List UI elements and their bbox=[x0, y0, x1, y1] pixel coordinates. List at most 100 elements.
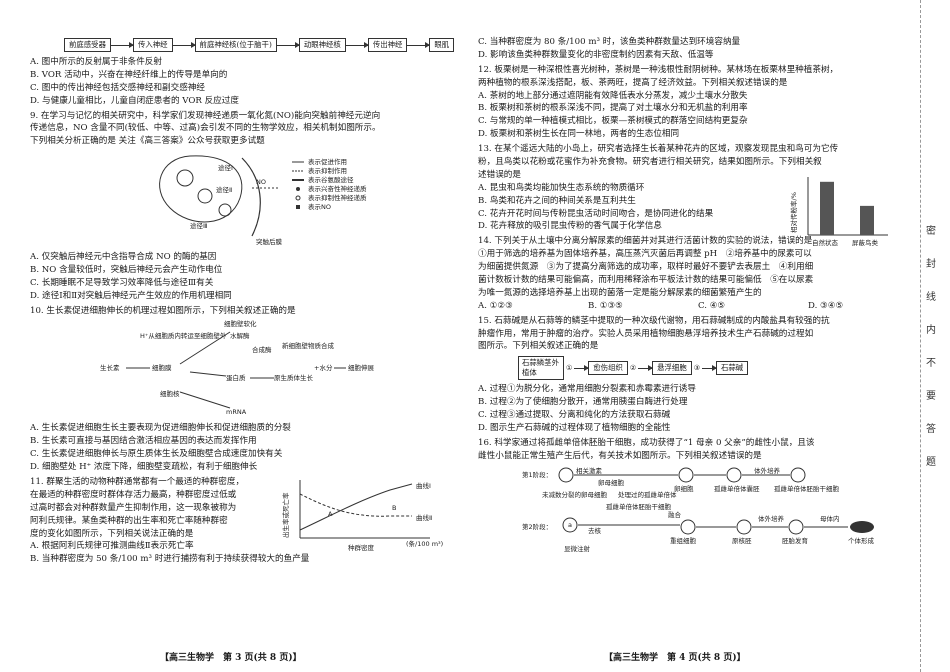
question-stem: 14. 下列关于从土壤中分离分解尿素的细菌并对其进行活菌计数的实验的说法，错误的… bbox=[478, 236, 813, 247]
question-stem: 为细菌提供氮源 ③为了提高分离筛选的成功率，取样时最好不要铲去表层土 ④利用细 bbox=[478, 262, 814, 273]
binding-strip: 密封线内不要答题 bbox=[912, 0, 950, 672]
question-12: 12. 板栗树是一种深根性喜光树种，茶树是一种浅根性耐阴树种。某林场在板栗林里种… bbox=[478, 64, 898, 141]
fig-label: 重组细胞 bbox=[670, 536, 697, 545]
option: B. 鸟类和花卉之间的种间关系是互利共生 bbox=[478, 195, 636, 206]
question-stem: 菌计数板计数的结果可能偏高，而利用稀释涂布平板法计数的结果可能偏低 ⑤在以尿素 bbox=[478, 275, 814, 286]
fig-label: 体外培养 bbox=[754, 466, 781, 475]
option: A. 生长素促进细胞生长主要表现为促进细胞伸长和促进细胞质的分裂 bbox=[30, 423, 291, 434]
curve-1-label: 曲线Ⅰ bbox=[416, 481, 431, 490]
lycorine-production-flow: 石蒜鳞茎外植体 ① 愈伤组织 ② 悬浮细胞 ③ 石蒜碱 bbox=[518, 356, 898, 381]
option: B. 过程②为了使细胞分散开，通常用胰蛋白酶进行处理 bbox=[478, 397, 688, 408]
mrna-label: mRNA bbox=[226, 408, 247, 416]
x-axis-label: 种群密度 bbox=[348, 543, 375, 552]
question-16: 16. 科学家通过将孤雌单倍体胚胎干细胞，成功获得了“1 母亲 0 父亲”的雌性… bbox=[478, 437, 898, 564]
option: C. ④⑤ bbox=[698, 300, 726, 311]
question-10: 10. 生长素促进细胞伸长的机理过程如图所示，下列相关叙述正确的是 生长素 细胞… bbox=[30, 305, 462, 474]
fig-label: 原核胚 bbox=[732, 536, 752, 545]
left-column: 前庭感受器 传入神经 前庭神经核(位于脑干) 动眼神经核 传出神经 眼肌 A. … bbox=[30, 36, 462, 566]
step-marker: ② bbox=[629, 364, 637, 373]
step-marker: ③ bbox=[693, 364, 700, 373]
option: A. 仅突触后神经元中含指导合成 NO 的酶的基因 bbox=[30, 252, 217, 263]
option: A. 图中所示的反射属于非条件反射 bbox=[30, 57, 162, 67]
flow-box: 前庭感受器 bbox=[64, 38, 111, 52]
flow-box: 动眼神经核 bbox=[298, 38, 346, 52]
elongation-label: 细胞伸展 bbox=[348, 363, 375, 372]
question-stem: 10. 生长素促进细胞伸长的机理过程如图所示，下列相关叙述正确的是 bbox=[30, 305, 296, 316]
option: C. 花卉开花时间与传粉昆虫活动时间吻合，是协同进化的结果 bbox=[478, 208, 714, 219]
fig-label: 处理过的孤雌单倍体 bbox=[618, 490, 677, 499]
question-13: 13. 在某个遥远大陆的小岛上，研究者选择生长着某种花卉的区域，观察发现昆虫和鸟… bbox=[478, 143, 898, 247]
question-stem: 15. 石蒜碱是从石蒜等的鳞茎中提取的一种次级代谢物，用石蒜碱制成的内酸盐具有较… bbox=[478, 315, 830, 326]
legend-item: 表示抑制作用 bbox=[308, 166, 347, 175]
option: D. 影响该鱼类种群数量变化的非密度制约因素有天敌、低温等 bbox=[478, 49, 714, 60]
birth-death-rate-chart: 出生率或死亡率 种群密度 (条/100 m³) 曲线Ⅰ 曲线Ⅱ A B bbox=[281, 480, 443, 552]
q14-options: A. ①②③ B. ①③⑤ C. ④⑤ D. ③④⑤ bbox=[478, 300, 898, 313]
option: D. 细胞壁处 H⁺ 浓度下降，细胞壁变疏松，有利于细胞伸长 bbox=[30, 462, 258, 473]
question-stem: 下列相关分析正确的是 关注《高三答案》公众号获取更多试题 bbox=[30, 136, 265, 147]
category-label: 自然状态 bbox=[812, 238, 839, 247]
legend-item: 表示抑制性神经递质 bbox=[308, 193, 367, 202]
question-11: 11. 群聚生活的动物种群通常都有一个最适的种群密度， 在最适的种群密度时群体存… bbox=[30, 476, 462, 566]
question-stem: 图所示。下列相关叙述正确的是 bbox=[478, 341, 599, 352]
route-1-label: 途径Ⅰ bbox=[218, 163, 233, 172]
y-axis-label: 相对传粉率/% bbox=[789, 192, 798, 233]
question-stem: 11. 群聚生活的动物种群通常都有一个最适的种群密度， bbox=[30, 477, 245, 488]
q11-options-cont: C. 当种群密度为 80 条/100 m³ 时，该鱼类种群数量达到环境容纳量 D… bbox=[478, 36, 898, 62]
auxin-mechanism-figure: 生长素 细胞膜 H⁺从细胞质内转运至细胞壁外 细胞壁软化 水解酶 合成酶 新细胞… bbox=[100, 319, 375, 416]
membrane-label: 细胞膜 bbox=[152, 363, 172, 372]
question-stem: 两种植物的根系深浅搭配，板、茶两旺，提高了经济效益。下列相关叙述错误的是 bbox=[478, 77, 788, 88]
y-axis-label: 出生率或死亡率 bbox=[281, 492, 290, 538]
question-14: 14. 下列关于从土壤中分离分解尿素的细菌并对其进行活菌计数的实验的说法，错误的… bbox=[478, 235, 898, 312]
bar bbox=[860, 206, 874, 236]
bar bbox=[820, 181, 834, 236]
fig-label: a bbox=[568, 521, 572, 529]
new-wall-label: 新细胞壁物质合成 bbox=[282, 341, 335, 350]
pollination-rate-chart: 相对传粉率/% 自然状态 屏蔽鸟类 bbox=[789, 177, 888, 247]
category-label: 屏蔽鸟类 bbox=[852, 238, 879, 247]
fig-label: 卵细胞 bbox=[674, 484, 694, 493]
h-pump-label: H⁺从细胞质内转运至细胞壁外 bbox=[140, 331, 227, 340]
question-stem: 在最适的种群密度时群体存活力最高，种群密度过低或 bbox=[30, 489, 237, 500]
figure-legend: 表示促进作用 表示抑制作用 表示谷氨酸途径 表示兴奋性神经递质 表示抑制性神经递… bbox=[292, 157, 367, 211]
route-2-label: 途径Ⅱ bbox=[216, 185, 232, 194]
legend-item: 表示谷氨酸途径 bbox=[308, 175, 354, 184]
fig-label: 母体内 bbox=[820, 514, 840, 523]
flow-box: 愈伤组织 bbox=[588, 361, 628, 376]
fig-label: 未减数分裂的卵母细胞 bbox=[542, 490, 608, 499]
option: B. 生长素可直接与基因结合激活相应基因的表达而发挥作用 bbox=[30, 436, 257, 447]
question-9: 9. 在学习与记忆的相关研究中，科学家们发现神经递质一氧化氮(NO)能向突触前神… bbox=[30, 110, 462, 303]
vor-reflex-flow: 前庭感受器 传入神经 前庭神经核(位于脑干) 动眼神经核 传出神经 眼肌 bbox=[64, 36, 462, 54]
legend-item: 表示促进作用 bbox=[308, 157, 347, 166]
no-label: NO bbox=[256, 178, 266, 186]
option: B. VOR 活动中，兴奋在神经纤维上的传导是单向的 bbox=[30, 69, 228, 80]
flow-box: 悬浮细胞 bbox=[652, 361, 692, 376]
legend-item: 表示兴奋性神经递质 bbox=[308, 184, 367, 193]
legend-item: 表示NO bbox=[308, 202, 331, 211]
parthenogenesis-figure: 第1阶段： 相关激素 卵母细胞 未减数分裂的卵母细胞 处理过的孤雌单倍体 卵细胞… bbox=[522, 466, 875, 553]
flow-box: 眼肌 bbox=[429, 38, 455, 52]
option: D. 途径Ⅰ和Ⅱ对突触后神经元产生效应的作用机理相同 bbox=[30, 290, 232, 301]
fig-label: 融合 bbox=[668, 510, 682, 519]
option: D. 花卉释放的吸引昆虫传粉的香气属于化学信息 bbox=[478, 221, 662, 232]
option: B. ①③⑤ bbox=[588, 300, 623, 311]
fig-label: 卵母细胞 bbox=[598, 478, 625, 487]
fig-label: 孤雌单倍体胚胎干细胞 bbox=[774, 484, 840, 493]
fig-label: 显微注射 bbox=[564, 544, 591, 553]
flow-box: 石蒜鳞茎外植体 bbox=[518, 356, 564, 381]
question-stem: 粉，且鸟类以花粉或花蜜作为补充食物。研究者进行相关研究，结果如图所示。下列相关叙 bbox=[478, 157, 822, 168]
synthase-label: 合成酶 bbox=[252, 345, 272, 354]
option: A. 过程①为脱分化，通常用细胞分裂素和赤霉素进行诱导 bbox=[478, 384, 696, 395]
option: C. 与常规的单一种植模式相比，板栗—茶树模式的群落空间结构更复杂 bbox=[478, 116, 748, 127]
q9-options: A. 仅突触后神经元中含指导合成 NO 的酶的基因 B. NO 含量较低时，突触… bbox=[30, 251, 462, 303]
water-in-label: +水分 bbox=[314, 363, 333, 372]
fig-label: 相关激素 bbox=[576, 466, 603, 475]
q8-options: A. 图中所示的反射属于非条件反射 B. VOR 活动中，兴奋在神经纤维上的传导… bbox=[30, 56, 462, 108]
q10-options: A. 生长素促进细胞生长主要表现为促进细胞伸长和促进细胞质的分裂 B. 生长素可… bbox=[30, 422, 462, 474]
fig-label: 胚胎发育 bbox=[782, 536, 809, 545]
point-b-label: B bbox=[392, 504, 396, 512]
option: B. NO 含量较低时，突触后神经元会产生动作电位 bbox=[30, 265, 223, 276]
option: C. 图中的传出神经包括交感神经和副交感神经 bbox=[30, 82, 206, 93]
right-column: C. 当种群密度为 80 条/100 m³ 时，该鱼类种群数量达到环境容纳量 D… bbox=[478, 36, 898, 564]
question-stem: 9. 在学习与记忆的相关研究中，科学家们发现神经递质一氧化氮(NO)能向突触前神… bbox=[30, 110, 381, 121]
